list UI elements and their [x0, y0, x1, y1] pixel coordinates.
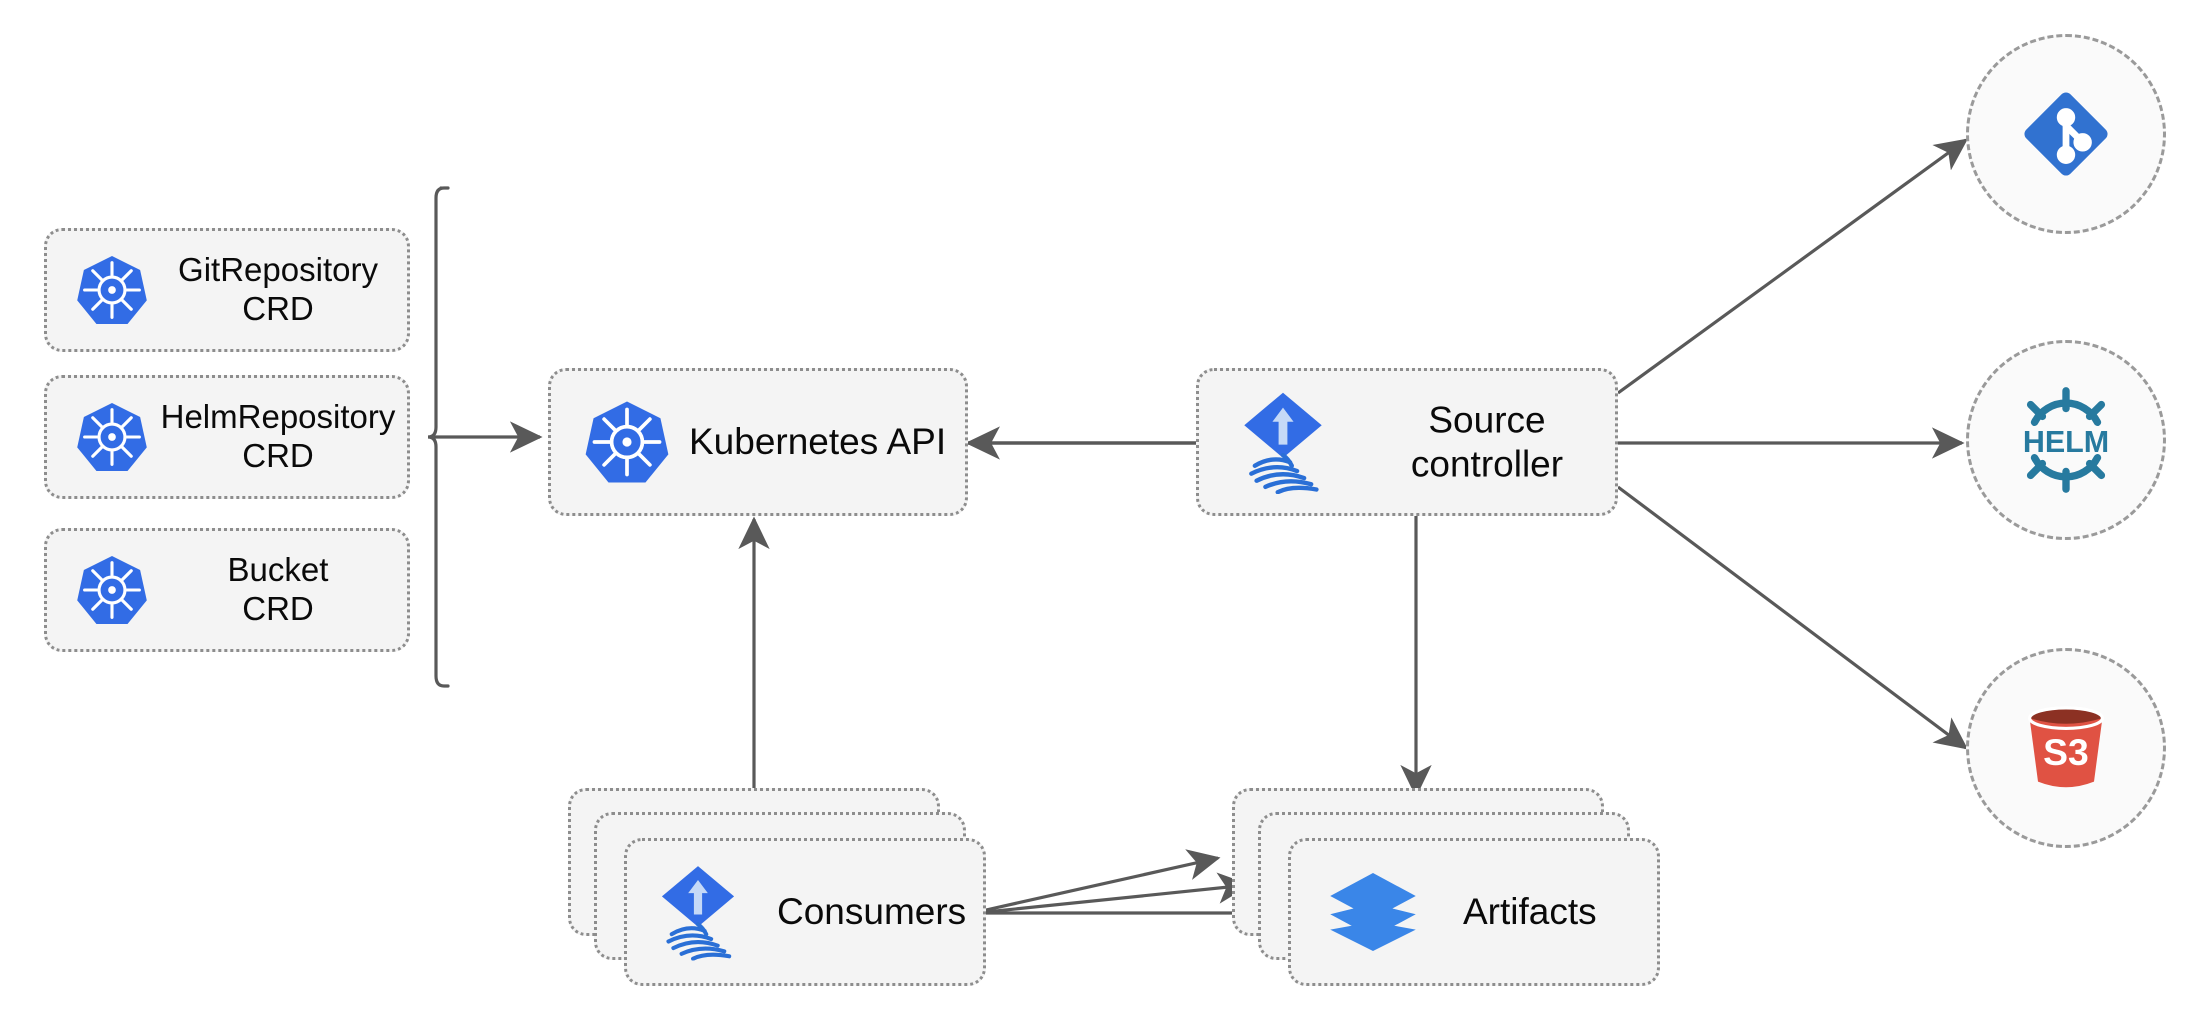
- kubernetes-icon: [75, 253, 149, 327]
- node-kubernetes-api[interactable]: Kubernetes API: [548, 368, 968, 516]
- node-label-artifacts: Artifacts: [1463, 891, 1597, 933]
- kubernetes-icon: [583, 398, 671, 486]
- external-source-git[interactable]: [1966, 34, 2166, 234]
- node-label-consumers: Consumers: [777, 891, 967, 933]
- external-source-s3[interactable]: S3: [1966, 648, 2166, 848]
- crd-box-helmrepository[interactable]: HelmRepository CRD: [44, 375, 410, 499]
- crd-bracket: [427, 186, 450, 688]
- node-source-controller[interactable]: Source controller: [1196, 368, 1618, 516]
- edge-consumers-to-artifacts-back: [985, 849, 1221, 912]
- external-source-helm[interactable]: HELM: [1966, 340, 2166, 540]
- edge-consumers-to-artifacts-mid: [985, 872, 1251, 914]
- helm-icon: HELM: [2007, 381, 2125, 499]
- flux-icon: [657, 864, 739, 961]
- node-label-source-controller: Source controller: [1410, 399, 1564, 484]
- git-icon: [2014, 82, 2118, 186]
- edge-controller-to-s3: [1617, 485, 1969, 750]
- crd-box-gitrepository[interactable]: GitRepository CRD: [44, 228, 410, 352]
- s3-wordmark: S3: [2043, 731, 2089, 773]
- kubernetes-icon: [75, 400, 149, 474]
- crd-label-bucket: Bucket CRD: [227, 551, 329, 627]
- helm-wordmark: HELM: [2023, 425, 2109, 459]
- crd-label-helmrepository: HelmRepository CRD: [160, 398, 396, 474]
- crd-label-gitrepository: GitRepository CRD: [178, 251, 378, 327]
- layers-icon: [1327, 870, 1419, 954]
- s3-bucket-icon: S3: [2010, 692, 2122, 804]
- node-artifacts[interactable]: Artifacts: [1288, 838, 1660, 986]
- edge-controller-to-git: [1617, 138, 1969, 395]
- node-label-kubernetes-api: Kubernetes API: [689, 421, 947, 463]
- node-consumers[interactable]: Consumers: [624, 838, 986, 986]
- crd-box-bucket[interactable]: Bucket CRD: [44, 528, 410, 652]
- kubernetes-icon: [75, 553, 149, 627]
- flux-icon: [1239, 390, 1327, 494]
